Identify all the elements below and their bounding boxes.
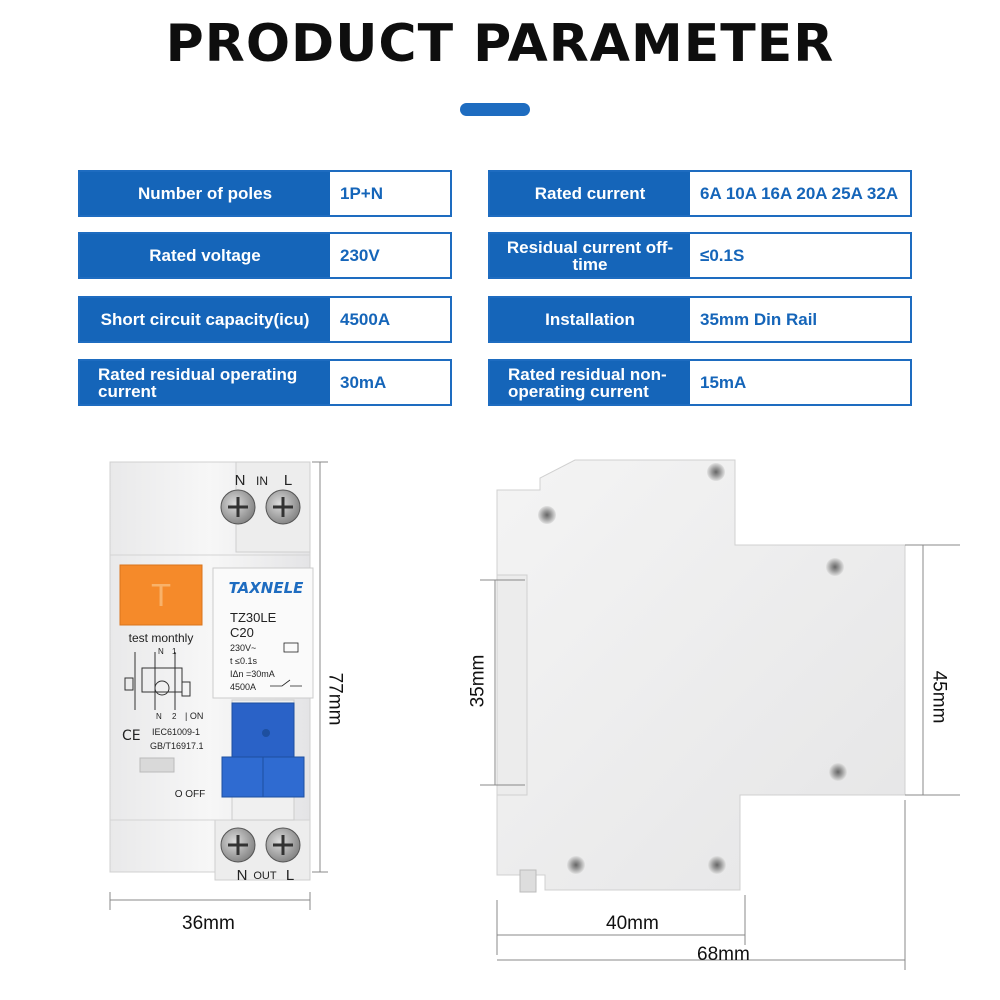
model-label: TZ30LE: [230, 610, 277, 625]
brand-logo: TAXNELE: [229, 579, 305, 597]
terminal-label: N: [235, 472, 246, 489]
handle-rivet: [262, 729, 270, 737]
indicator-window: [139, 757, 175, 773]
param-residual-current-off-time: Residual current off-time ≤0.1S: [488, 232, 912, 279]
param-value: 30mA: [340, 372, 387, 392]
screw-slot: [273, 835, 293, 855]
terminal-label: OUT: [253, 870, 277, 882]
clip-tab: [519, 869, 537, 893]
front-height-dimension: 77mm: [324, 672, 346, 726]
breaker-front-view: N IN L N OUT L T test monthly N 1 N 2 | …: [109, 461, 328, 910]
param-value: 1P+N: [340, 183, 383, 203]
param-label: Short circuit capacity(icu): [80, 298, 330, 341]
screw-slot: [228, 835, 248, 855]
screw-slot: [228, 497, 248, 517]
page-title: PRODUCT PARAMETER: [165, 14, 835, 74]
param-label: Rated residual operating current: [80, 361, 330, 404]
terminal-label: L: [286, 867, 294, 884]
param-label: Residual current off-time: [490, 234, 690, 277]
param-short-circuit-capacity: Short circuit capacity(icu) 4500A: [78, 296, 452, 343]
ce-mark: CE: [122, 728, 141, 744]
test-button-mark: T: [151, 579, 171, 614]
param-rated-voltage: Rated voltage 230V: [78, 232, 452, 279]
param-label: Number of poles: [80, 172, 330, 215]
circuit-diagram-icon: [124, 652, 191, 710]
rating-label-panel: [212, 567, 314, 699]
param-value: 6A 10A 16A 20A 25A 32A: [700, 183, 899, 203]
side-outer-width-dimension: 68mm: [697, 944, 750, 965]
param-value: ≤0.1S: [700, 245, 745, 265]
diagram-label: 1: [172, 647, 177, 656]
rivet-icon: [826, 558, 844, 576]
diagram-label: 2: [172, 712, 177, 721]
on-label: | ON: [185, 711, 203, 721]
spec-line: IΔn =30mA: [230, 669, 275, 679]
param-rated-current: Rated current 6A 10A 16A 20A 25A 32A: [488, 170, 912, 217]
param-installation: Installation 35mm Din Rail: [488, 296, 912, 343]
param-value: 4500A: [340, 309, 391, 329]
terminal-label: IN: [256, 474, 268, 488]
param-number-of-poles: Number of poles 1P+N: [78, 170, 452, 217]
breaker-side-view: [480, 459, 960, 970]
din-clip: [496, 574, 528, 796]
spec-line: 230V~: [230, 643, 256, 653]
test-button: [119, 564, 203, 626]
param-label: Rated voltage: [80, 234, 330, 277]
side-outer-height-dimension: 45mm: [928, 670, 950, 724]
test-monthly-label: test monthly: [129, 631, 194, 645]
spec-line: 4500A: [230, 682, 256, 692]
terminal-label: N: [237, 867, 248, 884]
param-label: Installation: [490, 298, 690, 341]
rivet-icon: [567, 856, 585, 874]
standard-label: GB/T16917.1: [150, 741, 204, 751]
param-label: Rated residual non-operating current: [490, 361, 690, 404]
breaker-symbol-icon: [270, 679, 302, 687]
rivet-icon: [707, 463, 725, 481]
param-value: 15mA: [700, 372, 747, 392]
param-value: 230V: [340, 245, 380, 265]
param-label: Rated current: [490, 172, 690, 215]
off-label: O OFF: [175, 789, 206, 800]
screw-slot: [273, 497, 293, 517]
rivet-icon: [829, 763, 847, 781]
rivet-icon: [708, 856, 726, 874]
param-rated-residual-operating-current: Rated residual operating current 30mA: [78, 359, 452, 406]
front-width-dimension: 36mm: [182, 913, 235, 934]
diagram-label: N: [156, 712, 162, 721]
ac-symbol-icon: [283, 642, 299, 653]
terminal-label: L: [284, 472, 292, 489]
param-rated-residual-non-operating-current: Rated residual non-operating current 15m…: [488, 359, 912, 406]
standard-label: IEC61009-1: [152, 727, 200, 737]
param-value: 35mm Din Rail: [700, 309, 818, 329]
side-inner-height-dimension: 35mm: [467, 654, 489, 708]
diagram-label: N: [158, 647, 164, 656]
title-underline: [460, 103, 530, 116]
side-body-outline: [496, 459, 906, 891]
rivet-icon: [538, 506, 556, 524]
side-inner-width-dimension: 40mm: [606, 913, 659, 934]
rating-label: C20: [230, 625, 254, 640]
spec-line: t ≤0.1s: [230, 656, 257, 666]
